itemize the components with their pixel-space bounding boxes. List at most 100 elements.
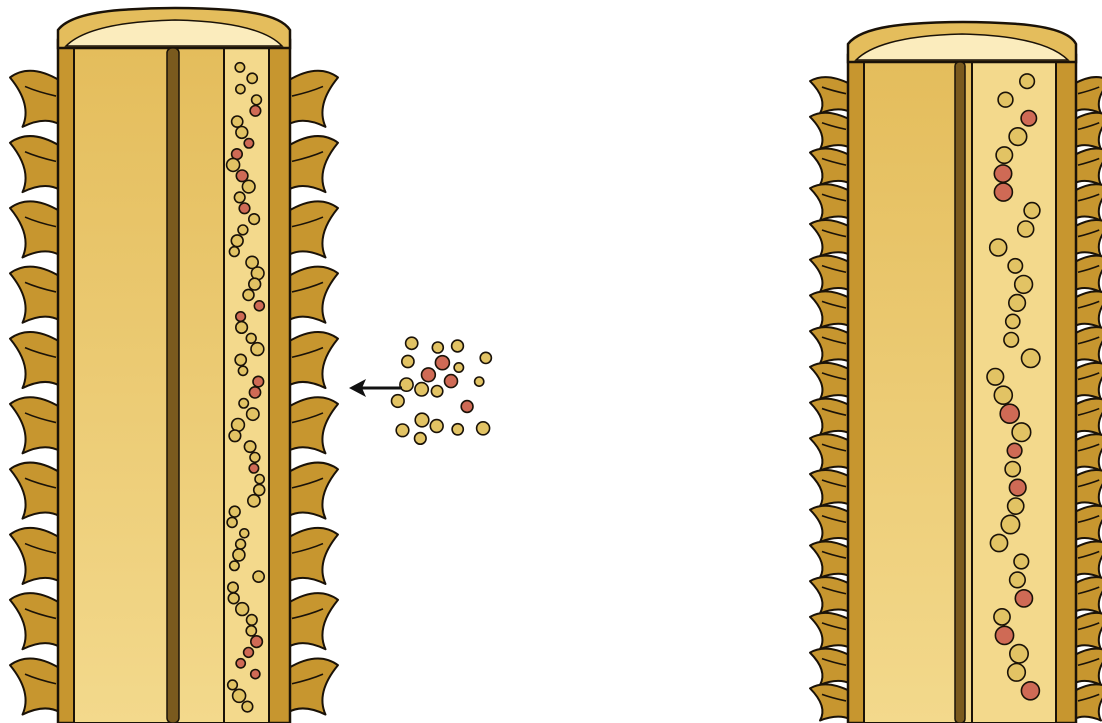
spine [10,71,60,127]
spine [10,397,60,453]
particle-yellow [452,424,463,435]
particle-yellow [236,85,245,94]
particle-yellow [477,422,490,435]
particle-yellow [235,354,246,365]
particle-red [1009,479,1026,496]
particle-red [236,170,248,182]
particle-yellow [475,377,484,386]
spine [810,220,850,256]
spine [10,267,60,323]
left-tube-septum [167,48,179,723]
spine [288,201,338,257]
spine [10,593,60,649]
particle-red [995,626,1013,644]
particle-yellow [249,278,261,290]
particle-yellow [996,147,1012,163]
spine [810,649,850,685]
arrow-left-icon [349,379,402,397]
particle-yellow [238,225,248,235]
particle-yellow [249,214,260,225]
particle-yellow [1012,423,1031,442]
particle-yellow [415,433,427,445]
spine [288,528,338,584]
particle-yellow [431,386,442,397]
spine [810,363,850,399]
particle-red [251,636,263,648]
particle-red [250,106,261,117]
spine [1074,184,1102,220]
particle-red [254,301,264,311]
particle-yellow [239,399,248,408]
particle-yellow [235,63,244,72]
particle-red [251,670,260,679]
particle-yellow [1021,349,1039,367]
particle-yellow [238,366,247,375]
spine [1074,77,1102,113]
particle-yellow [228,582,238,592]
spine [1074,613,1102,649]
spine [810,77,850,113]
spine [810,291,850,327]
particle-yellow [1010,572,1026,588]
particle-red [994,165,1011,182]
spine [288,71,338,127]
particle-yellow [251,343,264,356]
particle-yellow [244,441,255,452]
right-tube-structure [810,22,1102,723]
particle-yellow [247,408,259,420]
left-tube-spines-right [288,71,338,715]
right-tube-channel [972,62,1056,723]
particle-red [236,659,245,668]
spine [288,136,338,192]
spine [1074,113,1102,149]
spine [288,267,338,323]
particle-yellow [480,352,491,363]
particle-yellow [233,549,245,561]
particle-yellow [1010,645,1028,663]
spine [1074,684,1102,720]
particle-yellow [1009,128,1027,146]
particle-yellow [236,322,248,334]
particle-yellow [994,386,1012,404]
spine [1074,470,1102,506]
spine [10,201,60,257]
spine [810,399,850,435]
spine [810,256,850,292]
particle-red [1021,682,1039,700]
spine [1074,541,1102,577]
left-tube-spines-left [10,71,60,715]
spine [810,327,850,363]
spine [10,658,60,714]
spine [1074,256,1102,292]
particle-yellow [236,603,249,616]
particle-yellow [236,126,248,138]
particle-yellow [1004,333,1019,348]
particle-red [239,203,250,214]
particle-yellow [228,680,238,690]
particle-yellow [994,609,1010,625]
particle-red [253,376,264,387]
spine [1074,327,1102,363]
particle-yellow [1009,295,1026,312]
spine [1074,149,1102,185]
particle-red [445,375,458,388]
particle-yellow [252,95,262,105]
particle-yellow [990,534,1007,551]
particle-yellow [254,484,265,495]
particle-red [1000,404,1019,423]
particle-yellow [415,413,429,427]
spine [288,658,338,714]
particle-yellow [230,561,239,570]
particle-yellow [1001,515,1019,533]
particle-yellow [396,424,409,437]
spine [1074,506,1102,542]
spine [288,332,338,388]
particle-yellow [243,289,254,300]
particle-yellow [229,247,239,257]
spine [1074,220,1102,256]
particle-yellow [248,495,260,507]
particle-yellow [250,453,260,463]
particle-yellow [240,529,249,538]
particle-yellow [1008,498,1024,514]
